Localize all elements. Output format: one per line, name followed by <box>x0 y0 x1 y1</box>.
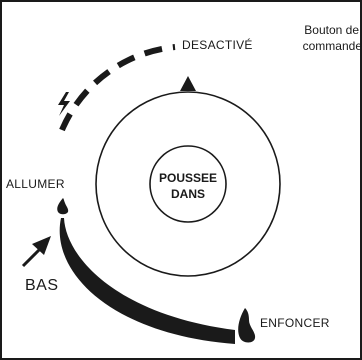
triangle-pointer-icon <box>180 76 196 91</box>
center-label-line-2: DANS <box>171 187 205 201</box>
label-push: ENFONCER <box>260 316 330 330</box>
center-label-line-1: POUSSEE <box>159 171 217 185</box>
large-flame-icon <box>238 308 256 343</box>
tapered-arc <box>59 218 235 344</box>
dashed-arc <box>59 44 176 132</box>
label-off: DESACTIVÉ <box>182 37 253 52</box>
knob-center-button <box>149 145 227 223</box>
label-ignite: ALLUMER <box>6 177 65 191</box>
small-flame-icon <box>57 198 69 215</box>
caption-line-1: Bouton de <box>304 23 359 37</box>
caption-line-2: commande <box>303 39 362 53</box>
lightning-icon <box>58 92 70 116</box>
arrow-icon <box>32 236 51 255</box>
knob-outer-ring <box>95 91 281 277</box>
label-down: BAS <box>25 277 59 294</box>
